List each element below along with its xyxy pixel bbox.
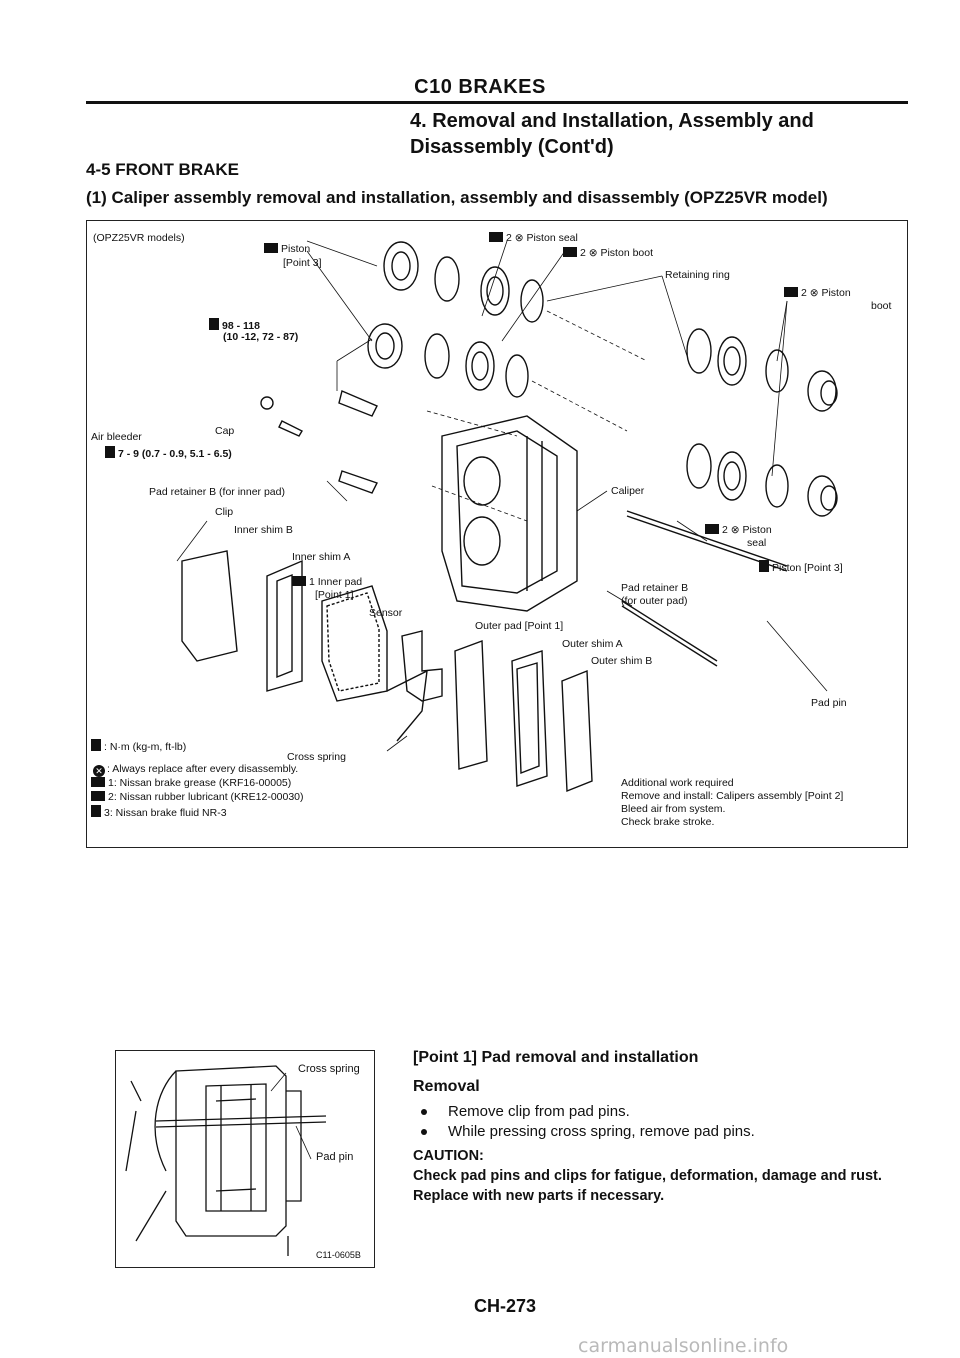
grease-symbol-icon — [563, 247, 577, 257]
legend-fluid-3: 3: Nissan brake fluid NR-3 — [91, 805, 227, 819]
label-pad-retainer-outer: Pad retainer B — [621, 582, 689, 594]
label-pad-pin: Pad pin — [811, 697, 847, 709]
pad-removal-figure: Cross spring Pad pin C11-0605B — [115, 1050, 375, 1268]
label-cross-spring: Cross spring — [287, 751, 346, 763]
label-sensor: Sensor — [369, 607, 403, 619]
procedure-heading: (1) Caliper assembly removal and install… — [86, 188, 828, 207]
torque-icon — [105, 446, 115, 458]
label-piston-boot-right: 2 ⊗ Piston — [784, 287, 851, 299]
legend-grease-2: 2: Nissan rubber lubricant (KRE12-00030) — [91, 791, 304, 803]
legend-always-replace: ✕: Always replace after every disassembl… — [91, 763, 298, 777]
grease-symbol-icon — [784, 287, 798, 297]
removal-step: Remove clip from pad pins. — [413, 1102, 755, 1122]
small-figure-code: C11-0605B — [316, 1250, 361, 1260]
replace-symbol-icon: ✕ — [93, 765, 105, 777]
label-piston-boot-right-b: boot — [871, 300, 892, 312]
section-title-line1: 4. Removal and Installation, Assembly an… — [410, 110, 814, 132]
legend-torque-unit: : N·m (kg-m, ft-lb) — [91, 739, 186, 753]
page-number: CH-273 — [473, 1296, 537, 1316]
label-air-bleeder: Air bleeder — [91, 431, 142, 443]
label-models: (OPZ25VR models) — [93, 232, 185, 244]
small-label-pad-pin: Pad pin — [316, 1151, 354, 1163]
label-torque-1: 98 - 118 — [209, 318, 260, 332]
additional-work-line3: Bleed air from system. — [621, 803, 726, 815]
legend-grease-1: 1: Nissan brake grease (KRF16-00005) — [91, 777, 291, 789]
label-caliper: Caliper — [611, 485, 645, 497]
label-outer-shim-b: Outer shim B — [591, 655, 653, 667]
label-outer-shim-a: Outer shim A — [562, 638, 623, 650]
removal-heading: Removal — [413, 1078, 480, 1095]
page-header-title: C10 BRAKES — [414, 76, 546, 98]
pad-removal-drawing — [125, 1065, 327, 1256]
label-piston-seal-top: 2 ⊗ Piston seal — [489, 232, 578, 244]
label-pad-retainer-inner: Pad retainer B (for inner pad) — [149, 486, 285, 498]
fluid-symbol-icon — [264, 243, 278, 253]
additional-work-line2: Remove and install: Calipers assembly [P… — [621, 790, 844, 802]
grease-symbol-icon — [91, 791, 105, 801]
section-title-line2: Disassembly (Cont'd) — [410, 136, 614, 158]
grease-symbol-icon — [292, 576, 306, 586]
subsection-title: 4-5 FRONT BRAKE — [86, 160, 240, 179]
caliper-exploded-diagram: (OPZ25VR models) Piston [Point 3] 98 - 1… — [86, 220, 908, 848]
section-title: 4. Removal and Installation, Assembly an… — [410, 108, 814, 160]
label-piston-seal-right: 2 ⊗ Piston — [705, 524, 772, 536]
diagram-drawing — [176, 240, 838, 793]
fluid-symbol-icon — [759, 560, 769, 572]
label-torque-2: 7 - 9 (0.7 - 0.9, 5.1 - 6.5) — [105, 446, 232, 460]
header-rule — [86, 101, 908, 104]
label-inner-pad-point1: [Point 1] — [315, 589, 354, 601]
label-torque-1b: (10 -12, 72 - 87) — [223, 331, 299, 343]
label-inner-shim-a: Inner shim A — [292, 551, 351, 563]
label-piston-point3-right: Piston [Point 3] — [759, 560, 843, 574]
small-label-cross-spring: Cross spring — [298, 1063, 360, 1075]
label-pad-retainer-outer-b: (for outer pad) — [621, 595, 688, 607]
label-piston-seal-right-b: seal — [747, 537, 767, 549]
torque-icon — [91, 739, 101, 751]
label-piston-point3: [Point 3] — [283, 257, 322, 269]
torque-icon — [209, 318, 219, 330]
additional-work-line1: Additional work required — [621, 777, 734, 789]
caution-title: CAUTION: — [413, 1148, 484, 1164]
removal-steps: Remove clip from pad pins. While pressin… — [413, 1102, 755, 1142]
grease-symbol-icon — [705, 524, 719, 534]
label-clip: Clip — [215, 506, 234, 518]
label-inner-shim-b: Inner shim B — [234, 524, 293, 536]
label-cap: Cap — [215, 425, 235, 437]
fluid-symbol-icon — [91, 805, 101, 817]
watermark: carmanualsonline.info — [578, 1335, 789, 1357]
label-retaining-ring: Retaining ring — [665, 269, 730, 281]
label-piston-boot-top: 2 ⊗ Piston boot — [563, 247, 653, 259]
label-outer-pad: Outer pad [Point 1] — [475, 620, 564, 632]
label-inner-pad: 1 Inner pad — [292, 576, 362, 588]
removal-step: While pressing cross spring, remove pad … — [413, 1122, 755, 1142]
additional-work-line4: Check brake stroke. — [621, 816, 715, 828]
grease-symbol-icon — [91, 777, 105, 787]
caution-text: Check pad pins and clips for fatigue, de… — [413, 1168, 882, 1204]
point1-title: [Point 1] Pad removal and installation — [413, 1049, 699, 1066]
label-piston: Piston — [264, 243, 310, 255]
grease-symbol-icon — [489, 232, 503, 242]
